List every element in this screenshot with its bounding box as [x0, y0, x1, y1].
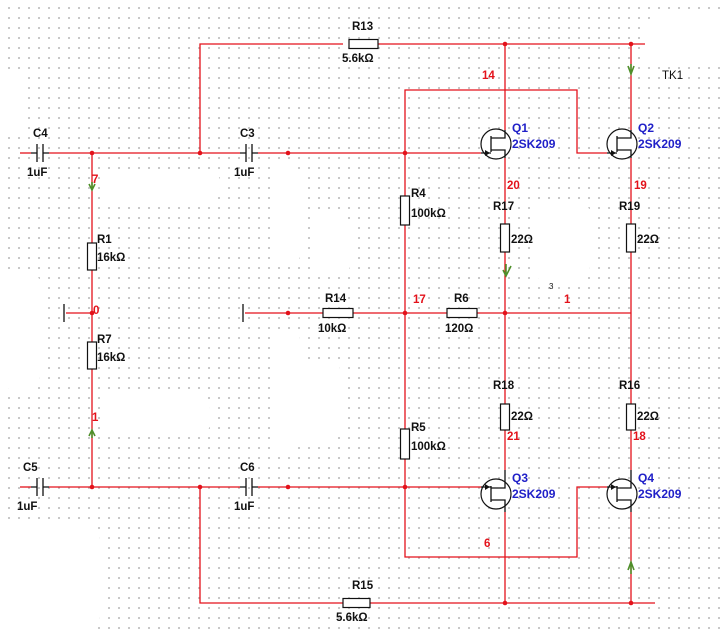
- capacitor-c5[interactable]: [31, 478, 49, 496]
- resistor-r19[interactable]: [625, 223, 637, 253]
- component-labels: R13 5.6kΩ R15 5.6kΩ C4 1uF C3 1uF C5 1uF…: [17, 21, 659, 624]
- label-q2: Q2: [638, 121, 654, 135]
- resistor-r6[interactable]: [446, 307, 478, 319]
- jfet-q3[interactable]: [480, 470, 512, 512]
- model-q1: 2SK209: [512, 137, 556, 151]
- ground-symbols: [63, 304, 244, 322]
- capacitor-c6[interactable]: [240, 478, 258, 496]
- label-q4: Q4: [638, 471, 654, 485]
- node-1b: 1: [92, 412, 99, 424]
- erased-regions: [0, 15, 728, 636]
- model-q4: 2SK209: [638, 487, 682, 501]
- label-c6: C6: [240, 462, 255, 474]
- label-r14: R14: [325, 293, 347, 305]
- value-r13: 5.6kΩ: [342, 53, 374, 65]
- value-r6: 120Ω: [445, 323, 473, 335]
- node-7: 7: [92, 174, 98, 186]
- value-r19: 22Ω: [637, 234, 659, 246]
- label-r6: R6: [454, 293, 469, 305]
- node-1: 1: [564, 294, 571, 306]
- resistor-r4[interactable]: [399, 195, 411, 226]
- node-18: 18: [633, 431, 646, 443]
- label-r17: R17: [493, 201, 514, 213]
- label-tk1: TK1: [662, 70, 683, 82]
- value-c4: 1uF: [27, 167, 47, 179]
- resistor-r15[interactable]: [342, 597, 371, 609]
- node-6: 6: [484, 538, 490, 550]
- label-q3: Q3: [512, 471, 528, 485]
- value-c5: 1uF: [17, 501, 37, 513]
- junction-dots: [89, 41, 634, 606]
- resistor-r14[interactable]: [322, 307, 354, 319]
- value-r15: 5.6kΩ: [336, 612, 368, 624]
- jfet-q2[interactable]: [606, 128, 638, 160]
- label-r1: R1: [97, 234, 112, 246]
- label-r5: R5: [411, 422, 426, 434]
- value-c3: 1uF: [234, 167, 254, 179]
- label-r18: R18: [493, 380, 515, 392]
- model-q3: 2SK209: [512, 487, 556, 501]
- probe-icon-node7: [88, 182, 96, 192]
- node-17: 17: [413, 294, 426, 306]
- label-r16: R16: [619, 380, 640, 392]
- value-r1: 16kΩ: [97, 252, 125, 264]
- capacitor-c4[interactable]: [31, 144, 49, 162]
- value-r16: 22Ω: [637, 411, 659, 423]
- label-r15: R15: [352, 580, 374, 592]
- capacitor-c3[interactable]: [240, 144, 258, 162]
- node-21: 21: [507, 431, 520, 443]
- probe-icon-bottom: [627, 559, 635, 574]
- label-c5: C5: [23, 462, 38, 474]
- probe-icon-node1b: [88, 428, 96, 438]
- label-c3: C3: [240, 128, 255, 140]
- probe-icon-tk1: [627, 64, 635, 77]
- resistor-r1[interactable]: [86, 242, 98, 271]
- model-q2: 2SK209: [638, 137, 682, 151]
- node-14: 14: [482, 70, 495, 82]
- node-0: 0: [93, 305, 99, 317]
- node-19: 19: [634, 180, 647, 192]
- node-20: 20: [507, 180, 520, 192]
- label-r4: R4: [411, 188, 426, 200]
- jfet-q1[interactable]: [480, 128, 512, 160]
- resistor-r7[interactable]: [86, 341, 98, 370]
- resistor-r5[interactable]: [399, 428, 411, 460]
- label-r19: R19: [619, 201, 640, 213]
- resistor-r17[interactable]: [499, 223, 511, 253]
- value-r4: 100kΩ: [411, 208, 446, 220]
- transistor-labels: Q1 2SK209 Q2 2SK209 Q3 2SK209 Q4 2SK209: [512, 121, 682, 501]
- probe-arrows: [88, 64, 635, 574]
- resistor-r13[interactable]: [348, 38, 379, 50]
- node-labels: 14 20 19 17 1 21 18 6 0 7 1: [92, 70, 647, 550]
- value-r18: 22Ω: [511, 411, 533, 423]
- label-n3: 3: [549, 282, 554, 291]
- value-r14: 10kΩ: [318, 323, 346, 335]
- resistor-r18[interactable]: [499, 403, 511, 431]
- jfet-q4[interactable]: [606, 470, 638, 512]
- probe-icon-node20: [502, 264, 512, 278]
- value-r17: 22Ω: [511, 234, 533, 246]
- label-r13: R13: [352, 21, 373, 33]
- wires: [20, 43, 710, 604]
- label-q1: Q1: [512, 121, 528, 135]
- label-r7: R7: [97, 334, 112, 346]
- resistor-r16[interactable]: [625, 403, 637, 431]
- label-c4: C4: [33, 128, 48, 140]
- value-c6: 1uF: [234, 501, 254, 513]
- value-r5: 100kΩ: [411, 441, 446, 453]
- value-r7: 16kΩ: [97, 352, 125, 364]
